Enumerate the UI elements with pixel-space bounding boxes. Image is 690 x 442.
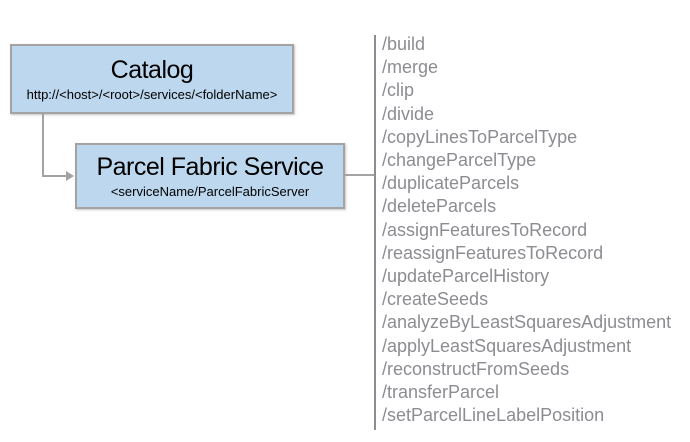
endpoint-item: /transferParcel — [382, 382, 500, 403]
endpoint-item: /divide — [382, 103, 435, 124]
endpoint-item: /merge — [382, 57, 439, 78]
endpoint-item: /changeParcelType — [382, 150, 537, 171]
endpoint-item: /reassignFeaturesToRecord — [382, 242, 604, 263]
endpoint-item: /assignFeaturesToRecord — [382, 219, 588, 240]
endpoint-item: /clip — [382, 80, 415, 101]
endpoint-item: /applyLeastSquaresAdjustment — [382, 335, 632, 356]
endpoint-item: /analyzeByLeastSquaresAdjustment — [382, 312, 672, 333]
endpoints-divider-bar — [374, 35, 376, 430]
connector-arrowhead-icon — [66, 171, 74, 181]
connector-elbow-horizontal — [42, 175, 67, 177]
endpoint-item: /deleteParcels — [382, 196, 497, 217]
endpoint-item: /setParcelLineLabelPosition — [382, 405, 605, 426]
connector-elbow-vertical — [42, 114, 44, 177]
endpoint-item: /updateParcelHistory — [382, 266, 550, 287]
endpoint-item: /createSeeds — [382, 289, 489, 310]
connector-service-to-endpoints — [345, 174, 374, 176]
catalog-node: Catalog http://<host>/<root>/services/<f… — [10, 44, 294, 114]
endpoint-list: /build/merge/clip/divide/copyLinesToParc… — [382, 33, 671, 427]
endpoint-item: /build — [382, 34, 426, 54]
service-title: Parcel Fabric Service — [96, 153, 324, 182]
endpoint-item: /copyLinesToParcelType — [382, 126, 578, 147]
parcel-fabric-service-node: Parcel Fabric Service <serviceName/Parce… — [75, 143, 345, 209]
catalog-url-pattern: http://<host>/<root>/services/<folderNam… — [26, 86, 278, 102]
endpoint-item: /reconstructFromSeeds — [382, 358, 570, 379]
endpoint-item: /duplicateParcels — [382, 173, 520, 194]
catalog-title: Catalog — [110, 56, 194, 85]
service-name-pattern: <serviceName/ParcelFabricServer — [110, 183, 310, 199]
